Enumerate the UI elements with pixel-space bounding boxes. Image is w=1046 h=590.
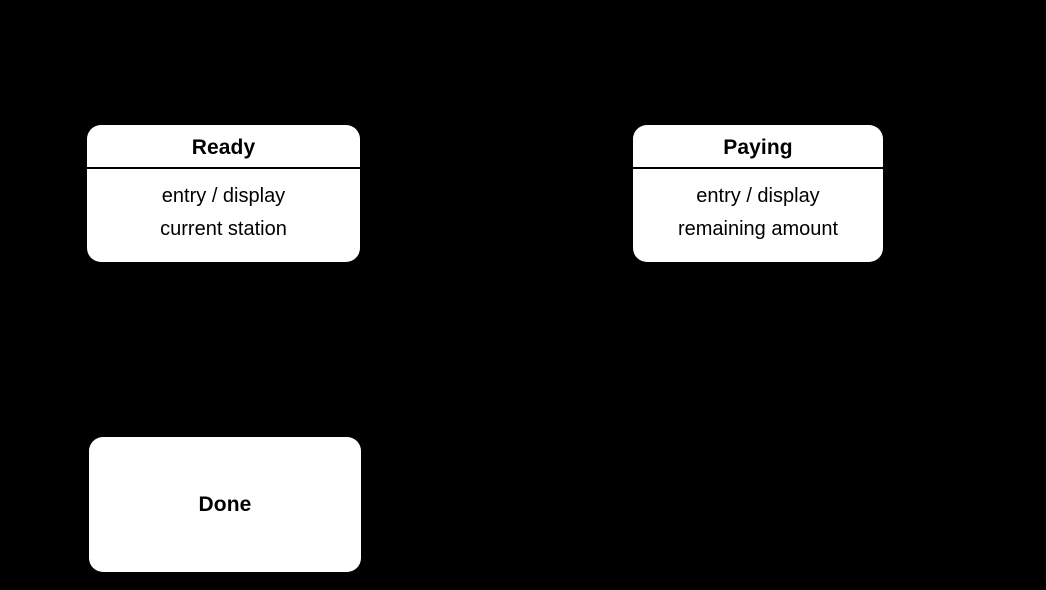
state-body-paying: entry / display remaining amount bbox=[633, 169, 883, 262]
state-node-done[interactable]: Done bbox=[89, 437, 361, 572]
state-body-line: entry / display bbox=[696, 185, 820, 208]
state-name-paying: Paying bbox=[633, 125, 883, 169]
state-body-line: current station bbox=[160, 217, 287, 240]
state-body-line: entry / display bbox=[161, 185, 286, 208]
state-body-line: remaining amount bbox=[677, 217, 839, 240]
state-node-ready[interactable]: Ready entry / display current station bbox=[87, 125, 360, 262]
state-node-paying[interactable]: Paying entry / display remaining amount bbox=[633, 125, 883, 262]
state-name-ready: Ready bbox=[87, 125, 360, 169]
state-body-ready: entry / display current station bbox=[87, 169, 360, 262]
state-name-done: Done bbox=[198, 493, 252, 516]
